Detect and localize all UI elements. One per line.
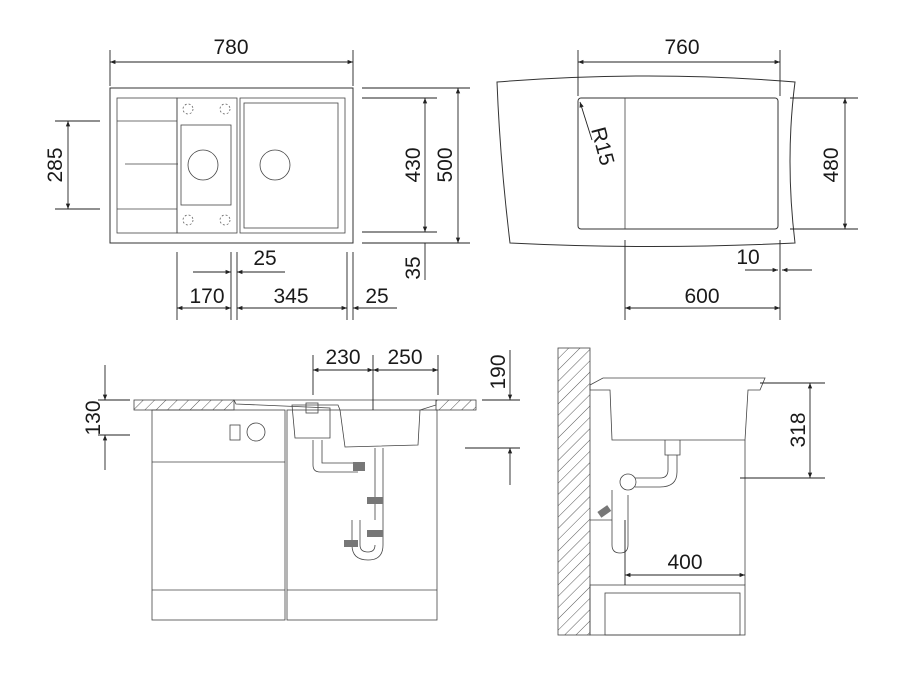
sink-profile bbox=[589, 377, 766, 441]
main-bowl-center-label: 250 bbox=[387, 346, 422, 369]
main-bowl-label: 345 bbox=[273, 285, 308, 308]
dishwasher-cabinet bbox=[151, 409, 286, 621]
edge-label: 25 bbox=[365, 285, 388, 308]
sink-cabinet bbox=[286, 409, 438, 621]
small-bowl-drain bbox=[187, 149, 219, 181]
main-bowl bbox=[239, 97, 346, 234]
siphon bbox=[351, 448, 384, 561]
side-view: 318 400 bbox=[557, 347, 825, 636]
drainer bbox=[116, 97, 178, 234]
sink-section bbox=[233, 399, 437, 448]
cabinet-depth-label: 400 bbox=[667, 551, 702, 574]
side-siphon bbox=[611, 490, 629, 554]
countertop-outline bbox=[496, 75, 796, 247]
side-cabinet bbox=[589, 584, 746, 636]
tap-hole-markers bbox=[182, 103, 231, 226]
small-bowl-frame bbox=[176, 97, 238, 234]
drain-pipe bbox=[635, 440, 681, 488]
height-label: 318 bbox=[787, 412, 810, 447]
offset-label: 10 bbox=[736, 246, 759, 269]
radius-label: R15 bbox=[586, 125, 618, 168]
drainer-depth-label: 285 bbox=[44, 147, 67, 182]
overflow-pipe bbox=[312, 440, 358, 473]
top-view: 780 285 430 500 35 25 170 345 25 bbox=[44, 36, 470, 320]
wall bbox=[557, 347, 591, 636]
rim-offset-label: 35 bbox=[402, 256, 425, 279]
width-label: 780 bbox=[213, 36, 248, 59]
sink-outline bbox=[109, 87, 354, 244]
cutout-depth-label: 480 bbox=[820, 147, 843, 182]
cutout bbox=[577, 97, 779, 230]
main-bowl-depth-label: 190 bbox=[487, 354, 510, 389]
cutout-view: 760 480 R15 10 600 bbox=[496, 36, 858, 320]
small-bowl-label: 170 bbox=[189, 285, 224, 308]
small-bowl-center-label: 230 bbox=[325, 346, 360, 369]
front-view: 130 230 250 190 bbox=[82, 346, 520, 621]
cutout-width-label: 760 bbox=[664, 36, 699, 59]
small-bowl bbox=[180, 124, 232, 206]
depth-label: 500 bbox=[434, 147, 457, 182]
main-bowl-drain bbox=[259, 149, 291, 181]
small-bowl-depth-label: 130 bbox=[82, 400, 105, 435]
gap-label: 25 bbox=[253, 247, 276, 270]
bowl-width-label: 600 bbox=[684, 285, 719, 308]
bowl-depth-label: 430 bbox=[402, 147, 425, 182]
